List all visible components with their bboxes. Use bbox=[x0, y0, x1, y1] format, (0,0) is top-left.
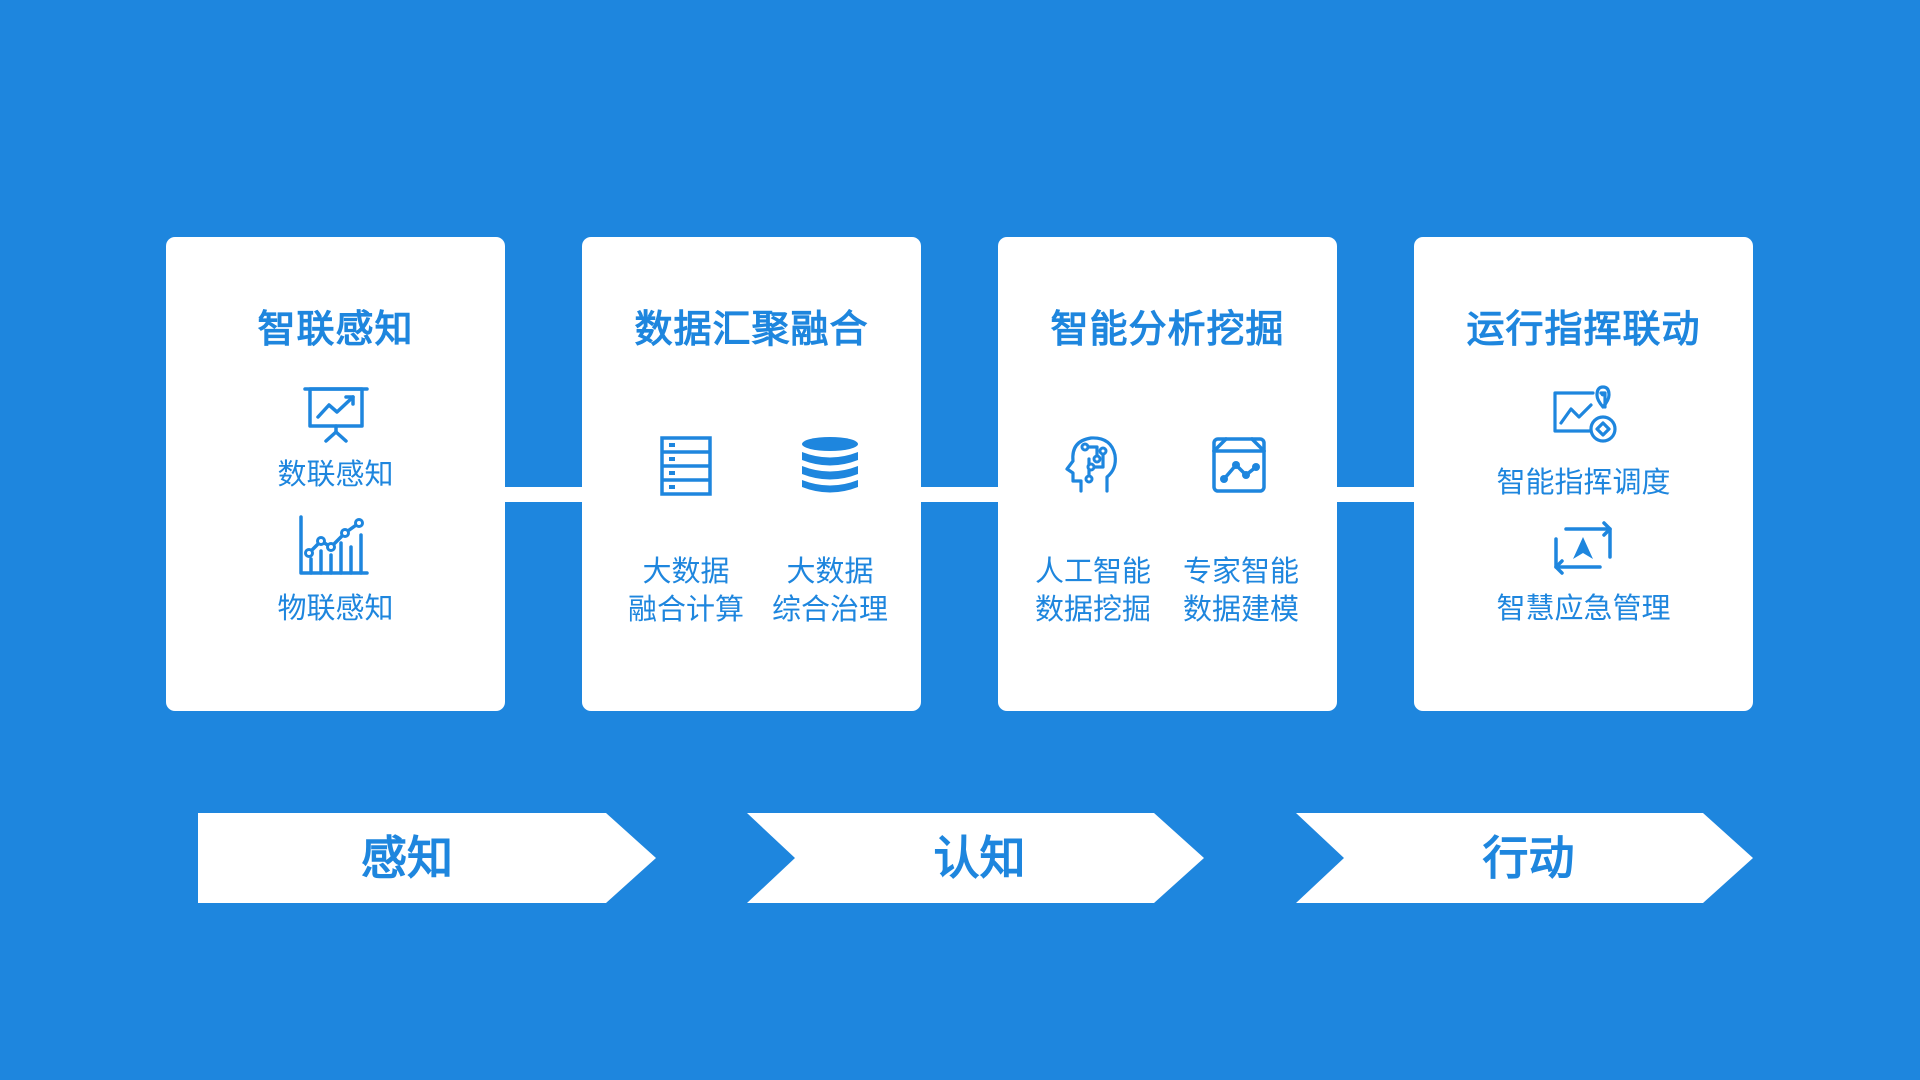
expert-model-icon bbox=[1212, 437, 1266, 493]
phase-label: 认知 bbox=[933, 831, 1026, 885]
stage-card-perception: 智联感知 数联感知 物联感知 bbox=[166, 237, 505, 711]
stage-card-data-fusion: 数据汇聚融合 大数据 融合计算 大数据 综合治理 bbox=[582, 237, 921, 711]
stage-card-command: 运行指挥联动 智能指挥调度 智慧应急管理 bbox=[1414, 237, 1753, 711]
phase-label: 行动 bbox=[1482, 831, 1575, 885]
stage-title: 数据汇聚融合 bbox=[634, 307, 869, 351]
phase-label: 感知 bbox=[361, 831, 453, 885]
phase-arrow-cognition: 认知 bbox=[747, 813, 1204, 903]
item-label: 人工智能 数据挖掘 bbox=[1034, 554, 1151, 626]
command-map-icon bbox=[1553, 385, 1617, 443]
connector-3 bbox=[1337, 487, 1415, 502]
emergency-cycle-icon bbox=[1554, 521, 1612, 575]
stage-title: 智联感知 bbox=[257, 307, 414, 351]
phase-arrow-perception: 感知 bbox=[198, 813, 656, 903]
stage-card-analysis: 智能分析挖掘 人工智能 数据挖掘 专 bbox=[998, 237, 1337, 711]
item-label: 专家智能 数据建模 bbox=[1182, 554, 1299, 626]
server-rack-icon bbox=[660, 436, 712, 496]
stage-title: 运行指挥联动 bbox=[1466, 307, 1701, 351]
item-label: 智能指挥调度 bbox=[1496, 465, 1671, 499]
connector-1 bbox=[505, 487, 583, 502]
item-label: 大数据 综合治理 bbox=[771, 554, 888, 626]
item-label: 智慧应急管理 bbox=[1496, 591, 1671, 625]
phase-arrow-action: 行动 bbox=[1296, 813, 1753, 903]
item-label: 数联感知 bbox=[277, 457, 394, 491]
bar-line-chart-icon bbox=[299, 515, 369, 575]
presentation-chart-icon bbox=[303, 387, 369, 443]
ai-head-icon bbox=[1065, 436, 1117, 493]
stage-title: 智能分析挖掘 bbox=[1050, 307, 1285, 351]
connector-2 bbox=[921, 487, 999, 502]
item-label: 物联感知 bbox=[277, 591, 394, 625]
item-label: 大数据 融合计算 bbox=[627, 554, 744, 626]
database-icon bbox=[802, 437, 858, 493]
